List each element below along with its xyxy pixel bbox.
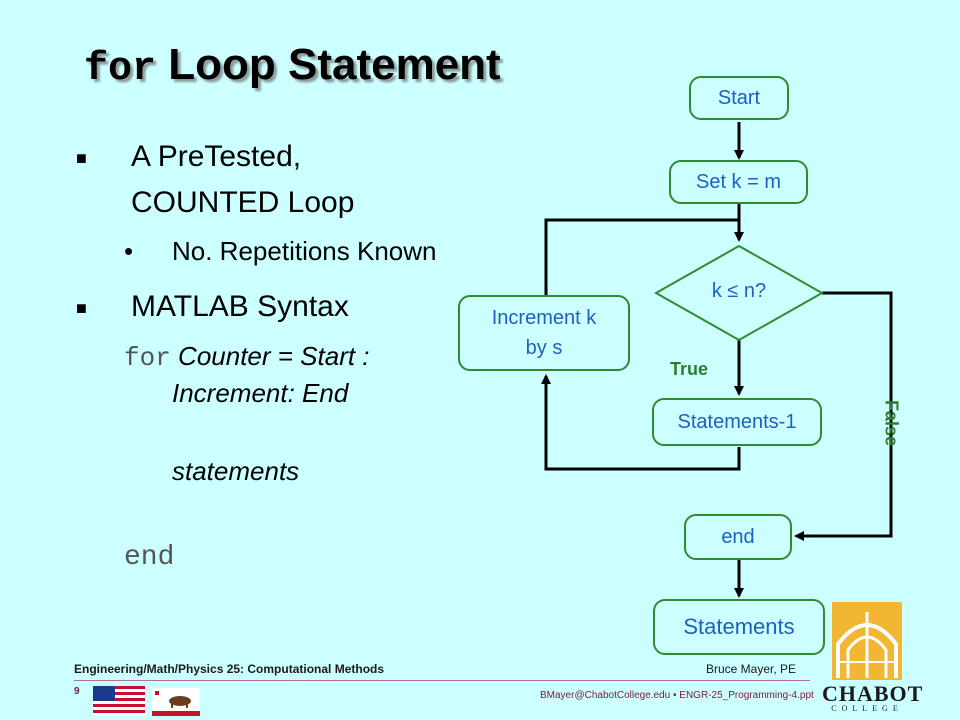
chabot-logo-subtext: COLLEGE bbox=[831, 704, 903, 713]
flow-statements: Statements bbox=[653, 599, 825, 655]
arrow-false-to-end bbox=[794, 291, 893, 541]
arrow-statements1-to-increment bbox=[541, 374, 741, 471]
flow-statements1: Statements-1 bbox=[652, 398, 822, 446]
flow-end: end bbox=[684, 514, 792, 560]
loop-back-line bbox=[544, 218, 739, 296]
syntax-for-keyword: for bbox=[124, 343, 171, 373]
flow-increment: Increment k by s bbox=[458, 295, 630, 371]
california-flag-icon bbox=[152, 688, 200, 716]
syntax-statements: statements bbox=[172, 456, 300, 486]
syntax-line1: for Counter = Start : bbox=[124, 341, 370, 373]
page-number: 9 bbox=[74, 686, 80, 697]
us-flag-icon bbox=[93, 686, 145, 716]
slide-title: for Loop Statement bbox=[84, 40, 501, 92]
chabot-logo-icon bbox=[832, 602, 902, 680]
increment-line1: Increment k bbox=[491, 307, 597, 329]
false-label: False bbox=[881, 399, 902, 447]
square-bullet-icon: ■ bbox=[76, 148, 87, 168]
dot-bullet-icon: • bbox=[124, 236, 134, 266]
syntax-line2: Increment: End bbox=[172, 378, 349, 408]
syntax-end: end bbox=[124, 542, 175, 573]
footer-divider bbox=[74, 680, 810, 681]
footer-author: Bruce Mayer, PE bbox=[706, 662, 797, 676]
footer-course: Engineering/Math/Physics 25: Computation… bbox=[74, 662, 385, 676]
flow-condition: k ≤ n? bbox=[711, 280, 767, 302]
bullet2: MATLAB Syntax bbox=[131, 290, 349, 323]
title-text: Loop Statement bbox=[168, 40, 501, 89]
bullet1-line2: COUNTED Loop bbox=[131, 186, 355, 219]
flow-set: Set k = m bbox=[669, 160, 808, 204]
sub-bullet: No. Repetitions Known bbox=[172, 236, 437, 266]
true-label: True bbox=[670, 359, 709, 379]
title-code: for bbox=[84, 47, 157, 92]
bullet1-line1: A PreTested, bbox=[131, 140, 302, 173]
syntax-header: Counter = Start : bbox=[178, 341, 370, 371]
increment-line2: by s bbox=[525, 337, 563, 359]
decision-diamond bbox=[653, 244, 825, 342]
chabot-logo-text: CHABOT bbox=[822, 681, 924, 706]
square-bullet-icon: ■ bbox=[76, 298, 87, 318]
footer-email-file: BMayer@ChabotCollege.edu • ENGR-25_Progr… bbox=[540, 690, 814, 701]
flow-start: Start bbox=[689, 76, 789, 120]
